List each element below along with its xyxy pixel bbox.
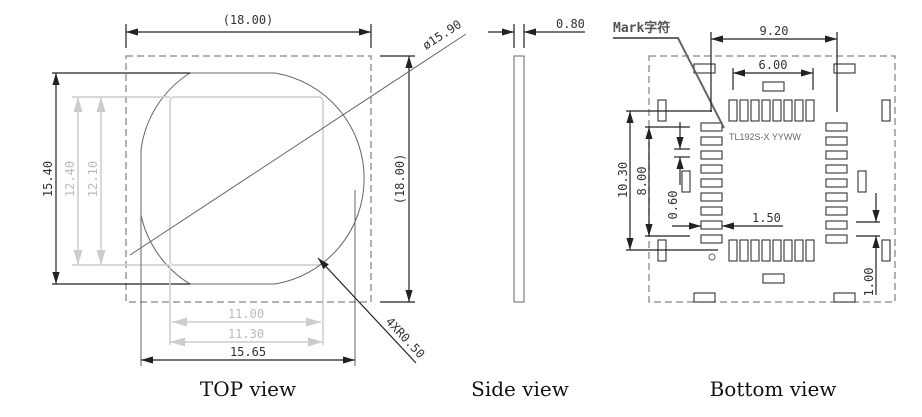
pad — [825, 136, 848, 146]
pad — [833, 63, 856, 74]
dim-width: (18.00) — [223, 13, 274, 27]
pad — [761, 99, 771, 122]
pad — [739, 239, 749, 262]
pad — [772, 99, 782, 122]
dim-1-00: 1.00 — [862, 268, 876, 297]
lens-circle — [140, 72, 365, 285]
pad — [681, 170, 691, 193]
pad — [805, 99, 815, 122]
dim-inner-height-b: 12.10 — [86, 161, 100, 197]
pad — [750, 99, 760, 122]
dim-outer-height: 15.40 — [41, 161, 55, 197]
pad — [750, 239, 760, 262]
pad — [728, 99, 738, 122]
pad — [700, 150, 723, 160]
pad — [825, 164, 848, 174]
pad — [700, 164, 723, 174]
pad — [825, 150, 848, 160]
dim-inner-height-a: 12.40 — [63, 161, 77, 197]
outline-dashed — [125, 55, 372, 303]
dim-1-50: 1.50 — [752, 211, 781, 225]
inner-square — [169, 96, 324, 266]
pad — [700, 192, 723, 202]
pad — [762, 273, 785, 284]
pad — [772, 239, 782, 262]
mark-leader — [613, 37, 725, 129]
side-view: 0.80 Side view — [471, 17, 585, 401]
pads — [657, 63, 891, 303]
pad — [825, 192, 848, 202]
top-view: (18.00) (18.00) ø15.90 15.40 12.40 12.10… — [41, 13, 467, 401]
pad — [762, 81, 785, 92]
pad — [794, 99, 804, 122]
pad — [700, 220, 723, 230]
dim-0-60: 0.60 — [666, 191, 680, 220]
pad — [693, 292, 716, 303]
pad — [700, 206, 723, 216]
diameter-leader — [129, 33, 467, 256]
side-view-caption: Side view — [471, 377, 569, 401]
dim-inner-width-b: 11.30 — [228, 327, 264, 341]
bottom-view: TL192S-X YYWW Mark字符 9.20 6.00 10.30 8.0… — [613, 20, 896, 401]
pin1-marker — [708, 253, 716, 261]
top-view-caption: TOP view — [200, 377, 296, 401]
dim-9-20: 9.20 — [760, 24, 789, 38]
pad — [783, 99, 793, 122]
dim-height: (18.00) — [393, 154, 407, 205]
pad — [794, 239, 804, 262]
pad — [825, 178, 848, 188]
pad — [728, 239, 738, 262]
pad — [825, 234, 848, 244]
dim-thickness: 0.80 — [556, 17, 585, 31]
pad — [739, 99, 749, 122]
pad — [761, 239, 771, 262]
pad — [833, 292, 856, 303]
pad — [700, 178, 723, 188]
pad — [881, 99, 891, 122]
mark-label: Mark字符 — [613, 20, 670, 36]
dim-outer-width: 15.65 — [230, 345, 266, 359]
radius-note: 4XR0.50 — [383, 314, 428, 361]
pad — [881, 239, 891, 262]
pad — [700, 136, 723, 146]
pad — [825, 206, 848, 216]
dim-inner-width-a: 11.00 — [228, 307, 264, 321]
dim-10-30: 10.30 — [616, 162, 630, 198]
pad — [783, 239, 793, 262]
pad — [825, 122, 848, 132]
marking-text: TL192S-X YYWW — [729, 132, 801, 142]
side-profile — [513, 55, 525, 303]
dim-6-00: 6.00 — [759, 58, 788, 72]
bottom-view-caption: Bottom view — [710, 377, 837, 401]
pad — [693, 63, 716, 74]
pad — [857, 170, 867, 193]
pad — [700, 234, 723, 244]
pad — [700, 122, 723, 132]
pad — [805, 239, 815, 262]
dim-8-00: 8.00 — [635, 167, 649, 196]
dim-diameter: ø15.90 — [420, 17, 464, 52]
pad — [825, 220, 848, 230]
